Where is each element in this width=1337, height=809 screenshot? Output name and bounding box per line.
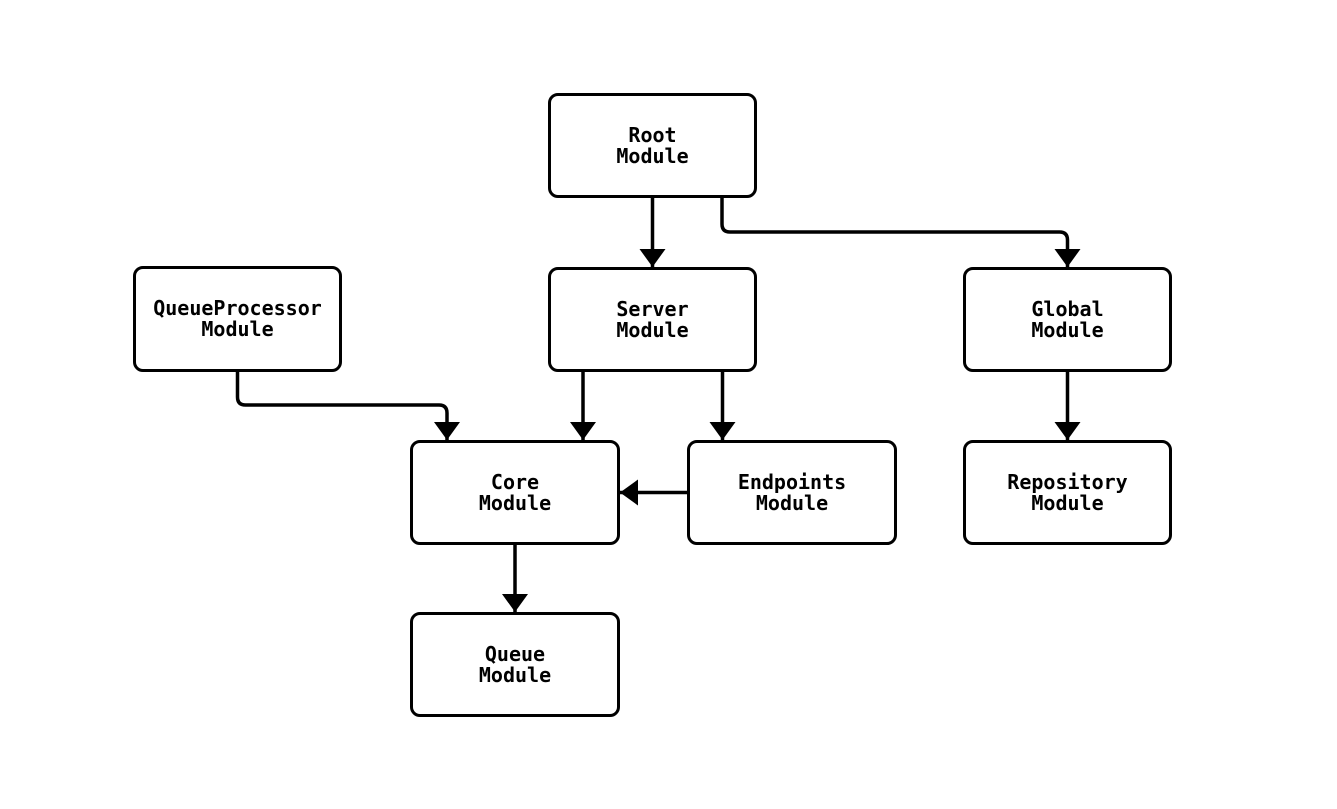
- node-queueprocessor-module: QueueProcessor Module: [133, 266, 342, 372]
- node-label: QueueProcessor Module: [153, 296, 322, 341]
- node-global-module: Global Module: [963, 267, 1172, 372]
- node-label: Core Module: [478, 469, 552, 515]
- node-root-module: Root Module: [548, 93, 757, 198]
- edge-queueprocessor-to-core: [235, 372, 460, 440]
- node-server-module: Server Module: [548, 267, 757, 372]
- node-core-module: Core Module: [410, 440, 620, 545]
- node-queue-module: Queue Module: [410, 612, 620, 717]
- node-label: Server Module: [616, 296, 689, 342]
- node-label: Repository Module: [1007, 469, 1128, 515]
- node-label: Endpoints Module: [737, 469, 847, 515]
- edge-root-to-global: [720, 198, 1081, 267]
- node-endpoints-module: Endpoints Module: [687, 440, 897, 545]
- node-label: Queue Module: [478, 641, 552, 687]
- node-label: Global Module: [1031, 296, 1104, 342]
- node-label: Root Module: [616, 122, 689, 168]
- node-repository-module: Repository Module: [963, 440, 1172, 545]
